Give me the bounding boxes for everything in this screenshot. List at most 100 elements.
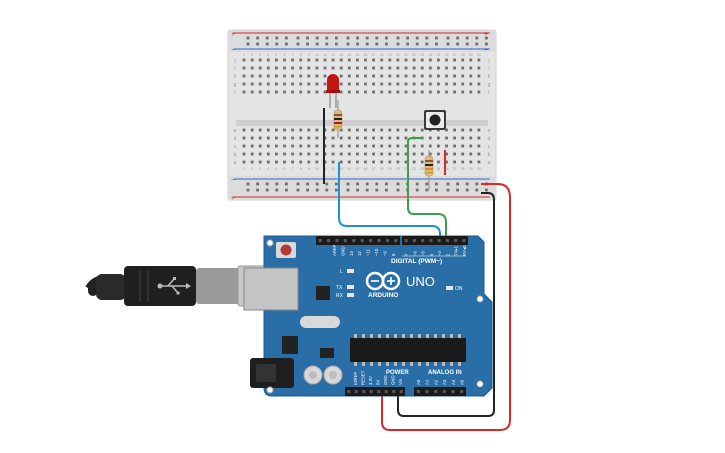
rail-hole[interactable] <box>275 42 279 46</box>
breadboard-hole[interactable] <box>299 90 303 94</box>
breadboard-hole[interactable] <box>283 66 286 70</box>
rail-hole[interactable] <box>365 182 369 186</box>
breadboard-hole[interactable] <box>275 58 278 62</box>
rail-hole[interactable] <box>275 36 279 40</box>
breadboard-hole[interactable] <box>266 58 270 62</box>
breadboard-hole[interactable] <box>258 144 262 148</box>
breadboard-hole[interactable] <box>380 58 384 62</box>
rail-hole[interactable] <box>256 36 259 40</box>
breadboard-hole[interactable] <box>364 136 367 140</box>
breadboard-hole[interactable] <box>266 136 270 140</box>
breadboard-hole[interactable] <box>388 128 392 132</box>
rail-hole[interactable] <box>456 182 459 186</box>
wire-green-pin2[interactable] <box>407 137 447 240</box>
breadboard-hole[interactable] <box>315 58 319 62</box>
breadboard-hole[interactable] <box>404 152 408 156</box>
breadboard-hole[interactable] <box>469 58 473 62</box>
breadboard-hole[interactable] <box>307 66 311 70</box>
breadboard-hole[interactable] <box>364 90 367 94</box>
breadboard-hole[interactable] <box>275 136 278 140</box>
breadboard-hole[interactable] <box>396 152 400 156</box>
rail-hole[interactable] <box>275 188 279 192</box>
rail-hole[interactable] <box>475 42 479 46</box>
breadboard-hole[interactable] <box>477 66 481 70</box>
rail-hole[interactable] <box>315 182 319 186</box>
breadboard-hole[interactable] <box>372 160 375 164</box>
header-pin-hole[interactable] <box>454 239 458 243</box>
breadboard-hole[interactable] <box>339 58 343 62</box>
rail-hole[interactable] <box>406 36 409 40</box>
rail-hole[interactable] <box>315 188 319 192</box>
breadboard-hole[interactable] <box>242 160 246 164</box>
breadboard-hole[interactable] <box>356 136 359 140</box>
breadboard-hole[interactable] <box>461 136 465 140</box>
rail-hole[interactable] <box>296 36 300 40</box>
breadboard-hole[interactable] <box>275 128 278 132</box>
rail-hole[interactable] <box>356 36 359 40</box>
breadboard-hole[interactable] <box>364 66 367 70</box>
breadboard-hole[interactable] <box>266 74 270 78</box>
breadboard-hole[interactable] <box>323 90 327 94</box>
breadboard-hole[interactable] <box>420 66 424 70</box>
breadboard-hole[interactable] <box>299 136 303 140</box>
breadboard-hole[interactable] <box>469 90 473 94</box>
header-pin-hole[interactable] <box>385 239 389 243</box>
breadboard-hole[interactable] <box>420 152 424 156</box>
breadboard-hole[interactable] <box>469 128 473 132</box>
header-pin-hole[interactable] <box>451 390 455 394</box>
rail-hole[interactable] <box>306 182 309 186</box>
rail-hole[interactable] <box>465 182 469 186</box>
breadboard-hole[interactable] <box>477 74 481 78</box>
breadboard-hole[interactable] <box>428 90 432 94</box>
breadboard-hole[interactable] <box>275 152 278 156</box>
rail-hole[interactable] <box>415 182 419 186</box>
rail-hole[interactable] <box>465 36 469 40</box>
breadboard-hole[interactable] <box>331 144 335 148</box>
breadboard-hole[interactable] <box>339 82 343 86</box>
breadboard-hole[interactable] <box>372 136 375 140</box>
breadboard-hole[interactable] <box>428 58 432 62</box>
breadboard-hole[interactable] <box>461 66 465 70</box>
resistor-button[interactable] <box>424 150 434 190</box>
breadboard-hole[interactable] <box>356 152 359 156</box>
breadboard-hole[interactable] <box>258 58 262 62</box>
breadboard-hole[interactable] <box>299 58 303 62</box>
breadboard-hole[interactable] <box>445 58 448 62</box>
rail-hole[interactable] <box>346 42 350 46</box>
rail-hole[interactable] <box>325 188 329 192</box>
header-pin-hole[interactable] <box>327 239 331 243</box>
breadboard-hole[interactable] <box>299 128 303 132</box>
header-pin-hole[interactable] <box>369 390 373 394</box>
breadboard-hole[interactable] <box>291 74 294 78</box>
wire-red-5v[interactable] <box>381 183 511 431</box>
breadboard-hole[interactable] <box>291 160 294 164</box>
breadboard-hole[interactable] <box>437 152 440 156</box>
digital-header-right[interactable] <box>402 236 468 245</box>
rail-hole[interactable] <box>435 42 438 46</box>
breadboard-hole[interactable] <box>453 74 456 78</box>
breadboard-hole[interactable] <box>331 58 335 62</box>
breadboard-holes[interactable] <box>242 36 488 192</box>
header-pin-hole[interactable] <box>360 239 364 243</box>
rail-hole[interactable] <box>375 36 379 40</box>
breadboard-hole[interactable] <box>242 90 246 94</box>
breadboard-hole[interactable] <box>445 66 448 70</box>
breadboard-hole[interactable] <box>250 82 254 86</box>
breadboard-hole[interactable] <box>469 160 473 164</box>
resistor-led[interactable] <box>333 100 343 138</box>
breadboard-hole[interactable] <box>396 58 400 62</box>
rail-hole[interactable] <box>335 36 338 40</box>
breadboard-hole[interactable] <box>437 90 440 94</box>
rail-hole[interactable] <box>415 188 419 192</box>
breadboard-hole[interactable] <box>307 152 311 156</box>
breadboard-hole[interactable] <box>250 66 254 70</box>
breadboard-hole[interactable] <box>428 152 432 156</box>
breadboard-hole[interactable] <box>461 128 465 132</box>
rail-hole[interactable] <box>325 182 329 186</box>
breadboard-hole[interactable] <box>356 82 359 86</box>
breadboard-hole[interactable] <box>258 74 262 78</box>
breadboard-hole[interactable] <box>275 160 278 164</box>
header-pin-hole[interactable] <box>421 239 425 243</box>
breadboard-hole[interactable] <box>339 74 343 78</box>
breadboard-hole[interactable] <box>307 160 311 164</box>
